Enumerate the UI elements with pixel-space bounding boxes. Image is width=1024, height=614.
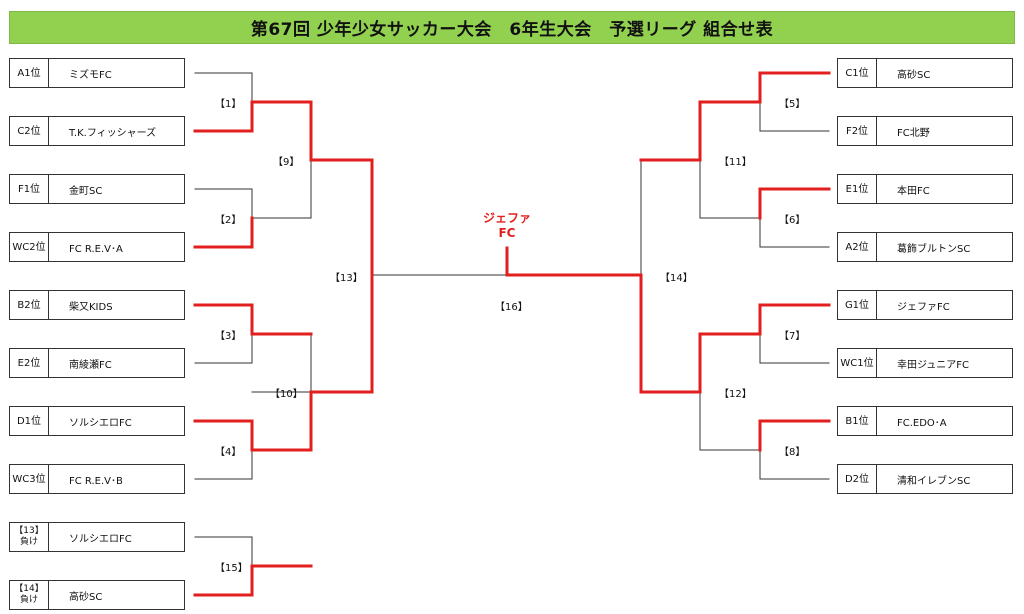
bracket-line bbox=[194, 449, 253, 480]
winner-line bbox=[758, 419, 831, 452]
seed-label-top: 【13】 bbox=[14, 526, 44, 536]
team-name: 金町SC bbox=[69, 185, 103, 197]
team-slot-b2: B2位 柴又KIDS bbox=[9, 290, 185, 320]
match-label-13: 【13】 bbox=[330, 273, 363, 284]
team-slot-a2: A2位 葛飾ブルトンSC bbox=[837, 232, 1013, 262]
third-place-slot-14-loser: 【14】 負け 高砂SC bbox=[9, 580, 185, 610]
seed-label: D1位 bbox=[10, 407, 49, 435]
seed-label: C1位 bbox=[838, 59, 877, 87]
team-slot-g1: G1位 ジェファFC bbox=[837, 290, 1013, 320]
match-label-1: 【1】 bbox=[215, 99, 242, 110]
team-name: ミズモFC bbox=[69, 69, 112, 81]
team-name: 幸田ジュニアFC bbox=[897, 359, 970, 371]
team-name: ソルシエロFC bbox=[69, 417, 132, 429]
team-slot-c2: C2位 T.K.フィッシャーズ bbox=[9, 116, 185, 146]
match-label-10: 【10】 bbox=[270, 389, 303, 400]
team-name: FC R.E.V･A bbox=[69, 243, 123, 255]
bracket-line bbox=[699, 391, 761, 451]
match-label-4: 【4】 bbox=[215, 447, 242, 458]
team-slot-wc3: WC3位 FC R.E.V･B bbox=[9, 464, 185, 494]
seed-label: WC3位 bbox=[10, 465, 49, 493]
team-slot-d2: D2位 清和イレブンSC bbox=[837, 464, 1013, 494]
seed-label: B2位 bbox=[10, 291, 49, 319]
team-name: ジェファFC bbox=[897, 301, 950, 313]
team-slot-wc2: WC2位 FC R.E.V･A bbox=[9, 232, 185, 262]
team-slot-b1: B1位 FC.EDO･A bbox=[837, 406, 1013, 436]
winner-line bbox=[193, 100, 374, 277]
team-name: ソルシエロFC bbox=[69, 533, 132, 545]
match-label-6: 【6】 bbox=[779, 215, 806, 226]
bracket-line bbox=[759, 101, 830, 132]
team-name: T.K.フィッシャーズ bbox=[69, 127, 157, 139]
winner-line bbox=[639, 71, 831, 162]
team-slot-e2: E2位 南綾瀬FC bbox=[9, 348, 185, 378]
seed-label-top: 【14】 bbox=[14, 584, 44, 594]
team-slot-a1: A1位 ミズモFC bbox=[9, 58, 185, 88]
team-slot-e1: E1位 本田FC bbox=[837, 174, 1013, 204]
third-place-slot-13-loser: 【13】 負け ソルシエロFC bbox=[9, 522, 185, 552]
bracket-line bbox=[194, 333, 253, 364]
team-name: FC R.E.V･B bbox=[69, 475, 123, 487]
team-name: 葛飾ブルトンSC bbox=[897, 243, 971, 255]
seed-label: A1位 bbox=[10, 59, 49, 87]
bracket-line bbox=[251, 333, 312, 393]
champion-label: ジェファFC bbox=[482, 211, 531, 240]
team-name: FC.EDO･A bbox=[897, 417, 947, 429]
team-slot-d1: D1位 ソルシエロFC bbox=[9, 406, 185, 436]
seed-label: WC2位 bbox=[10, 233, 49, 261]
seed-label: B1位 bbox=[838, 407, 877, 435]
match-label-15: 【15】 bbox=[215, 563, 248, 574]
match-label-5: 【5】 bbox=[779, 99, 806, 110]
seed-label: E2位 bbox=[10, 349, 49, 377]
seed-label: E1位 bbox=[838, 175, 877, 203]
seed-label-bottom: 負け bbox=[19, 595, 38, 605]
page-title: 第67回 少年少女サッカー大会 6年生大会 予選リーグ 組合せ表 bbox=[9, 11, 1015, 44]
seed-label: 【13】 負け bbox=[10, 523, 49, 551]
winner-line bbox=[505, 246, 831, 394]
team-slot-wc1: WC1位 幸田ジュニアFC bbox=[837, 348, 1013, 378]
winner-line bbox=[193, 564, 313, 597]
match-label-3: 【3】 bbox=[215, 331, 242, 342]
bracket-line bbox=[759, 333, 830, 364]
seed-label: F2位 bbox=[838, 117, 877, 145]
seed-label: WC1位 bbox=[838, 349, 877, 377]
team-name: FC北野 bbox=[897, 127, 930, 139]
team-name: 高砂SC bbox=[69, 591, 103, 603]
match-label-9: 【9】 bbox=[273, 157, 300, 168]
winner-line bbox=[193, 216, 254, 249]
match-label-16: 【16】 bbox=[495, 302, 528, 313]
seed-label: A2位 bbox=[838, 233, 877, 261]
winner-line bbox=[193, 303, 313, 336]
seed-label: D2位 bbox=[838, 465, 877, 493]
bracket-line bbox=[251, 159, 312, 219]
seed-label: C2位 bbox=[10, 117, 49, 145]
match-label-2: 【2】 bbox=[215, 215, 242, 226]
match-label-8: 【8】 bbox=[779, 447, 806, 458]
team-name: 高砂SC bbox=[897, 69, 931, 81]
bracket-line bbox=[194, 188, 253, 219]
bracket-line bbox=[699, 159, 761, 219]
team-slot-f2: F2位 FC北野 bbox=[837, 116, 1013, 146]
seed-label: F1位 bbox=[10, 175, 49, 203]
match-label-12: 【12】 bbox=[719, 389, 752, 400]
match-label-11: 【11】 bbox=[719, 157, 752, 168]
bracket-line bbox=[759, 449, 830, 480]
team-slot-f1: F1位 金町SC bbox=[9, 174, 185, 204]
team-name: 清和イレブンSC bbox=[897, 475, 971, 487]
winner-line bbox=[758, 187, 831, 220]
seed-label-bottom: 負け bbox=[19, 537, 38, 547]
team-name: 南綾瀬FC bbox=[69, 359, 112, 371]
bracket-line bbox=[194, 72, 253, 103]
team-name: 柴又KIDS bbox=[69, 301, 113, 313]
seed-label: 【14】 負け bbox=[10, 581, 49, 609]
seed-label: G1位 bbox=[838, 291, 877, 319]
winner-line bbox=[193, 273, 374, 452]
team-slot-c1: C1位 高砂SC bbox=[837, 58, 1013, 88]
bracket-line bbox=[759, 217, 830, 248]
match-label-7: 【7】 bbox=[779, 331, 806, 342]
match-label-14: 【14】 bbox=[660, 273, 693, 284]
team-name: 本田FC bbox=[897, 185, 930, 197]
